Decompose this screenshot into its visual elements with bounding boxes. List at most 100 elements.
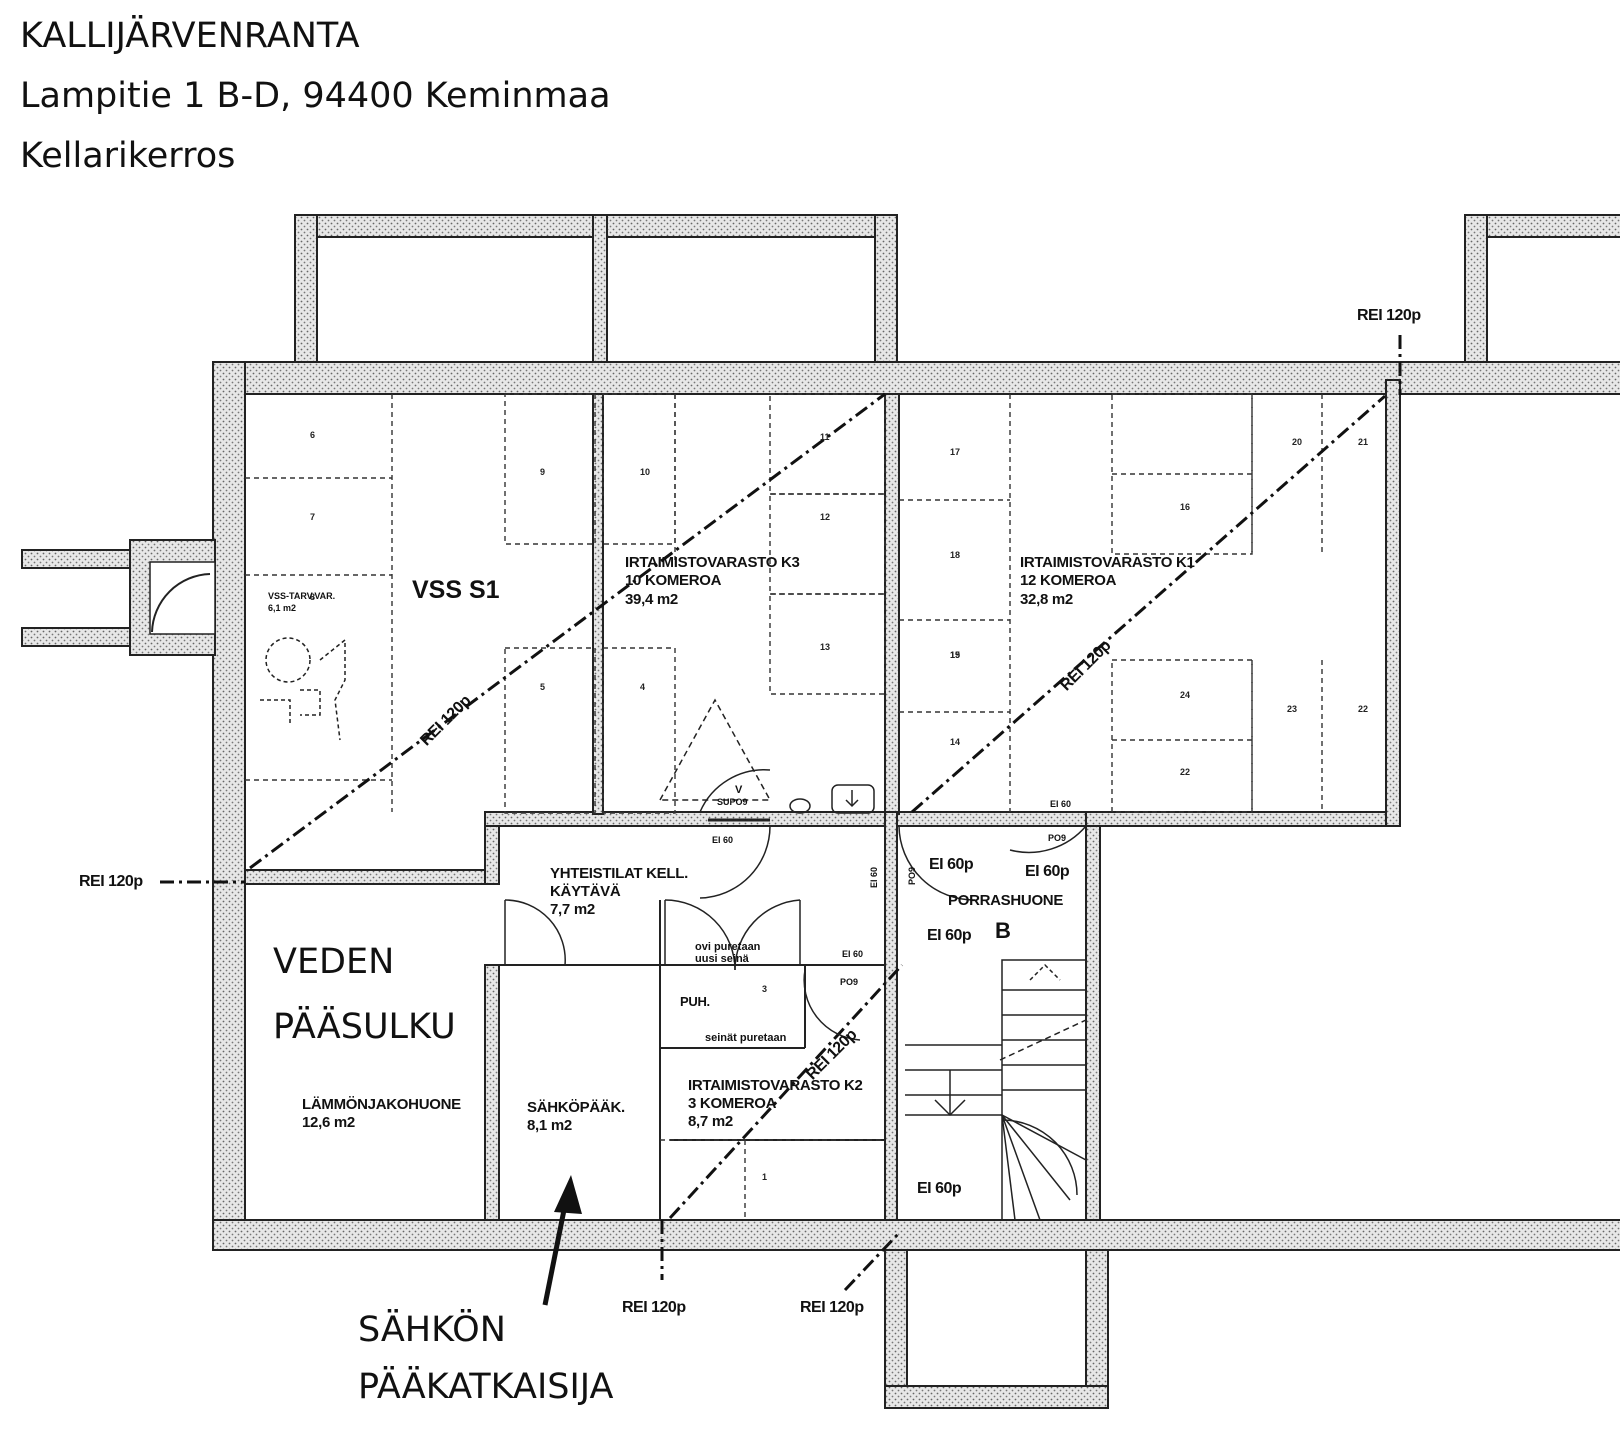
tag-ei60-corridor-door: EI 60 bbox=[712, 835, 734, 845]
wall-bottom-bay-right bbox=[1085, 1249, 1109, 1409]
annotation-elec-2: PÄÄKATKAISIJA bbox=[358, 1367, 614, 1407]
room-k2-name: IRTAIMISTOVARASTO K2 bbox=[688, 1077, 863, 1094]
header-line-1: KALLIJÄRVENRANTA bbox=[20, 16, 360, 56]
room-k2-area: 8,7 m2 bbox=[688, 1113, 733, 1130]
room-heat-area: 12,6 m2 bbox=[302, 1114, 355, 1131]
wall-left-corridor-bottom bbox=[21, 627, 135, 647]
wall-corridor-top bbox=[484, 811, 1101, 827]
doors bbox=[504, 698, 1087, 1041]
locker-number: 10 bbox=[640, 467, 650, 477]
locker-number: 9 bbox=[540, 467, 545, 477]
room-stair-name: PORRASHUONE bbox=[948, 892, 1064, 909]
ei-label-stair-2: EI 60p bbox=[1025, 863, 1070, 880]
annotation-water-1: VEDEN bbox=[273, 942, 395, 982]
wall-left-corridor-top bbox=[21, 549, 135, 569]
wall-bottom bbox=[212, 1219, 1620, 1251]
locker-number: 13 bbox=[820, 642, 830, 652]
ei-label-stair-1: EI 60p bbox=[929, 856, 974, 873]
locker-number: 14 bbox=[950, 737, 960, 747]
wall-k3-k1 bbox=[884, 393, 900, 815]
tag-v: V bbox=[735, 784, 743, 796]
rei-label-top-right: REI 120p bbox=[1357, 307, 1421, 324]
wall-top-right-bay-side bbox=[1464, 214, 1488, 366]
locker-number: 15 bbox=[950, 650, 960, 660]
rei-label-bottom-right: REI 120p bbox=[800, 1299, 864, 1316]
tag-ei60-storage: EI 60 bbox=[1050, 799, 1072, 809]
locker-number: 7 bbox=[310, 512, 315, 522]
locker-number: 21 bbox=[1358, 437, 1368, 447]
rei-label-bottom-mid: REI 120p bbox=[622, 1299, 686, 1316]
locker-number: 19 bbox=[950, 650, 960, 660]
fire-compartment-lines bbox=[160, 335, 1402, 1292]
wall-right-step bbox=[1085, 811, 1101, 1221]
room-k1-area: 32,8 m2 bbox=[1020, 591, 1073, 608]
room-puh: PUH. bbox=[680, 994, 710, 1009]
annotation-elec-1: SÄHKÖN bbox=[358, 1310, 506, 1350]
tag-po9-stair: PO9 bbox=[1048, 833, 1067, 843]
room-k3-count: 10 KOMEROA bbox=[625, 572, 722, 589]
locker-number: 16 bbox=[1180, 502, 1190, 512]
room-heat-name: LÄMMÖNJAKOHUONE bbox=[302, 1096, 461, 1113]
note-walls-removed: seinät puretaan bbox=[705, 1032, 787, 1044]
room-k1-count: 12 KOMEROA bbox=[1020, 572, 1117, 589]
locker-number: 18 bbox=[950, 550, 960, 560]
room-vss-tarv: VSS-TARV.VAR. bbox=[268, 591, 336, 601]
wall-left bbox=[212, 361, 246, 1221]
wall-top-bay-left-side bbox=[294, 214, 318, 366]
tag-ei60-puh: EI 60 bbox=[842, 949, 864, 959]
room-corridor-sub: KÄYTÄVÄ bbox=[550, 883, 621, 900]
room-corridor-name: YHTEISTILAT KELL. bbox=[550, 865, 688, 882]
wall-stair-left bbox=[884, 811, 898, 1221]
annotation-water-2: PÄÄSULKU bbox=[273, 1007, 456, 1047]
basin-icon bbox=[789, 784, 875, 814]
locker-number: 5 bbox=[540, 682, 545, 692]
locker-number: 20 bbox=[1292, 437, 1302, 447]
room-elec-name: SÄHKÖPÄÄK. bbox=[527, 1099, 625, 1116]
locker-number: 8 bbox=[310, 592, 315, 602]
wall-main-top bbox=[212, 361, 1620, 395]
locker-number: 6 bbox=[310, 430, 315, 440]
note-new-wall: uusi seinä bbox=[695, 953, 749, 965]
rei-label-left: REI 120p bbox=[79, 873, 143, 890]
wall-top-bay-left bbox=[294, 214, 876, 238]
room-vss-s1: VSS S1 bbox=[412, 576, 500, 604]
locker-grid bbox=[245, 393, 1323, 1220]
room-k3-area: 39,4 m2 bbox=[625, 591, 678, 608]
note-door-removed: ovi puretaan bbox=[695, 941, 761, 953]
locker-number: 12 bbox=[820, 512, 830, 522]
room-vss-tarv-area: 6,1 m2 bbox=[268, 603, 297, 613]
locker-number: 17 bbox=[950, 447, 960, 457]
shelter-equipment-icon bbox=[260, 637, 346, 741]
room-elec-area: 8,1 m2 bbox=[527, 1117, 572, 1134]
room-k2-count: 3 KOMEROA bbox=[688, 1095, 777, 1112]
room-stair-letter: B bbox=[995, 918, 1011, 943]
tag-po9-vertical: PO9 bbox=[907, 866, 917, 885]
locker-number: 4 bbox=[640, 682, 645, 692]
header-line-3: Kellarikerros bbox=[20, 136, 236, 176]
wall-bottom-bay-left bbox=[884, 1249, 908, 1409]
tag-po9-puh: PO9 bbox=[840, 977, 859, 987]
wall-storage-lower-left bbox=[244, 869, 486, 885]
locker-number: 24 bbox=[1180, 690, 1190, 700]
stairs bbox=[905, 959, 1087, 1221]
walls bbox=[21, 214, 1620, 1409]
locker-number: 22 bbox=[1180, 767, 1190, 777]
room-k3-name: IRTAIMISTOVARASTO K3 bbox=[625, 554, 800, 571]
locker-number: 11 bbox=[820, 432, 830, 442]
wall-storage-right bbox=[1385, 379, 1401, 827]
wall-bottom-bay-base bbox=[884, 1385, 1109, 1409]
ei-label-stair-3: EI 60p bbox=[927, 927, 972, 944]
wall-top-bay-right-side bbox=[874, 214, 898, 366]
locker-number: 3 bbox=[762, 984, 767, 994]
room-corridor-area: 7,7 m2 bbox=[550, 901, 595, 918]
tag-ei60-vertical: EI 60 bbox=[869, 866, 879, 888]
ei-label-stair-bottom: EI 60p bbox=[917, 1180, 962, 1197]
locker-number: 23 bbox=[1287, 704, 1297, 714]
tag-supo9: SUPO9 bbox=[717, 797, 748, 807]
electric-switch-arrow bbox=[542, 1175, 582, 1306]
wall-storage-lower-right bbox=[1085, 811, 1387, 827]
wall-top-bay-mid bbox=[592, 214, 608, 366]
room-k1-name: IRTAIMISTOVARASTO K1 bbox=[1020, 554, 1195, 571]
